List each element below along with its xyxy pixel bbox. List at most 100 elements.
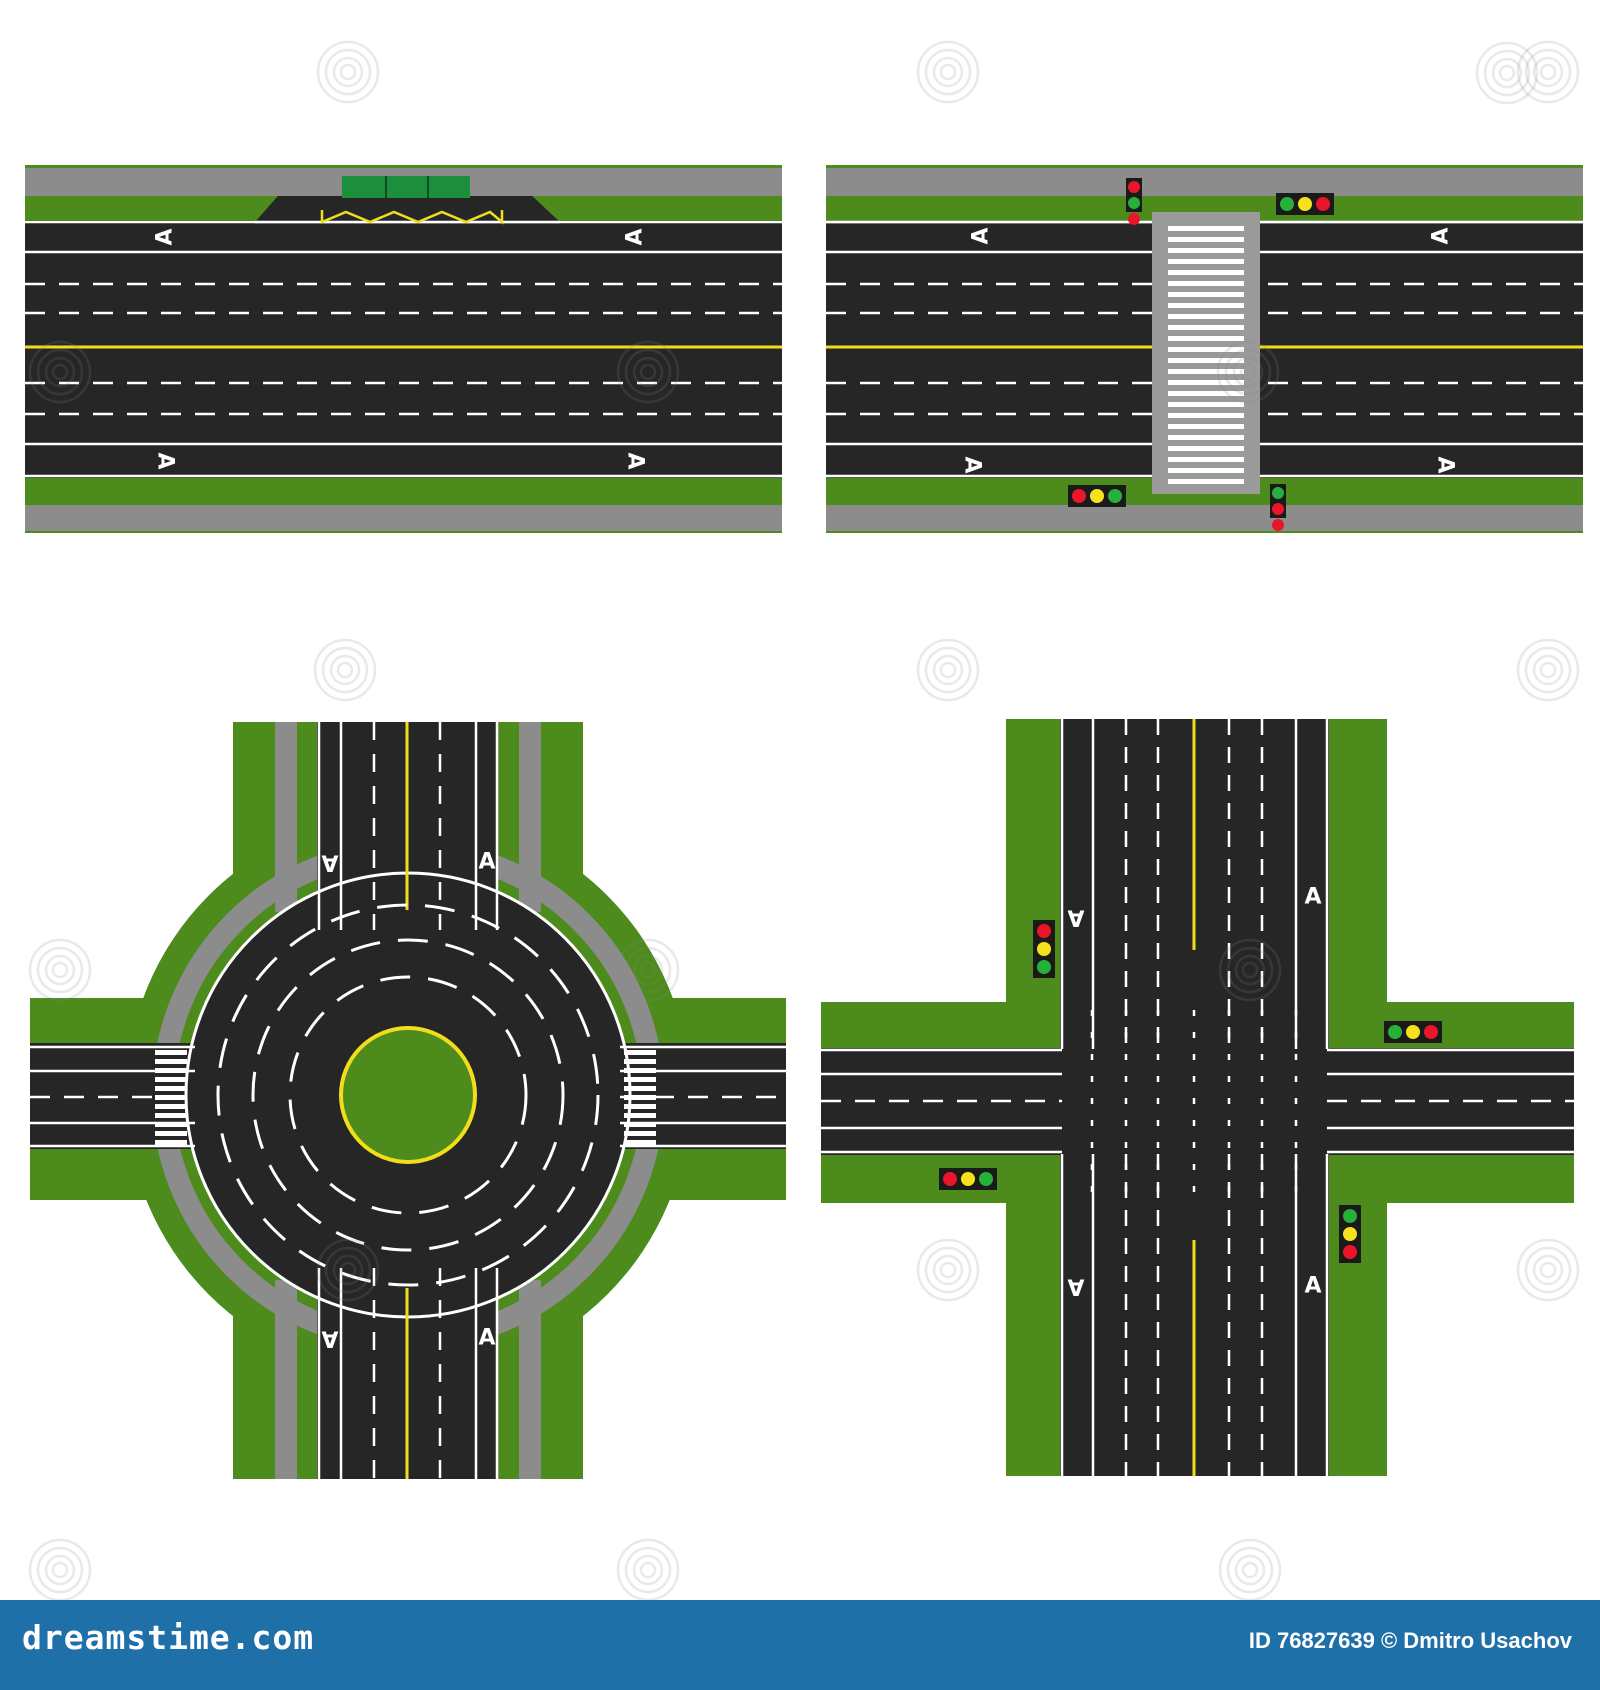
- pedestrian-crosswalk-west: [155, 1050, 187, 1145]
- pedestrian-crosswalk-east: [624, 1050, 656, 1145]
- lane-marking-a: A: [1067, 1274, 1084, 1299]
- watermark-ring: [924, 646, 972, 694]
- watermark-ring: [1491, 57, 1523, 89]
- crosswalk-stripe: [624, 1131, 656, 1136]
- watermark-swirl: [28, 1538, 92, 1600]
- watermark-ring: [1218, 938, 1282, 1002]
- footer-brand[interactable]: dreamstime.com: [22, 1618, 315, 1657]
- signal-lamp-yellow: [961, 1172, 975, 1186]
- crosswalk-stripe: [1168, 413, 1244, 418]
- watermark-ring: [1532, 1254, 1564, 1286]
- crosswalk-stripe: [1168, 347, 1244, 352]
- signal-lamp-yellow: [1090, 489, 1104, 503]
- crosswalk-stripe: [155, 1050, 187, 1055]
- watermark-ring: [339, 63, 357, 81]
- watermark-ring: [639, 363, 657, 381]
- signal-lamp-red: [1424, 1025, 1438, 1039]
- crosswalk-stripe: [1168, 314, 1244, 319]
- crosswalk-stripe: [155, 1122, 187, 1127]
- lane-marking-a: A: [969, 227, 994, 244]
- lane-marking-a: A: [321, 850, 338, 875]
- crosswalk-stripe: [1168, 424, 1244, 429]
- watermark-ring: [1239, 363, 1257, 381]
- watermark-swirl: [316, 40, 380, 104]
- sidewalk: [519, 1280, 541, 1479]
- watermark-ring: [632, 954, 664, 986]
- watermark-ring: [939, 661, 957, 679]
- watermark-ring: [632, 1554, 664, 1586]
- watermark-ring: [1234, 1554, 1266, 1586]
- crosswalk-stripe: [1168, 358, 1244, 363]
- traffic-light: [1384, 1021, 1442, 1043]
- watermark-swirl: [28, 938, 92, 1002]
- watermark-ring: [36, 348, 84, 396]
- crosswalk-stripe: [624, 1068, 656, 1073]
- lane-marking-a: A: [1429, 227, 1454, 244]
- bus-shelter: [342, 176, 470, 198]
- watermark-ring: [1218, 1538, 1282, 1600]
- watermark-ring: [1516, 638, 1580, 702]
- watermark-ring: [616, 340, 680, 404]
- watermark-ring: [1532, 654, 1564, 686]
- background-watermarks: [28, 40, 1580, 1600]
- watermark-ring: [336, 661, 354, 679]
- crosswalk-stripe: [624, 1113, 656, 1118]
- crosswalk-stripe: [1168, 259, 1244, 264]
- watermark-ring: [44, 1554, 76, 1586]
- lane-marking-a: A: [1067, 905, 1084, 930]
- watermark-ring: [916, 1238, 980, 1302]
- watermark-ring: [1241, 961, 1259, 979]
- watermark-ring: [924, 1246, 972, 1294]
- watermark-ring: [1516, 1238, 1580, 1302]
- watermark-ring: [28, 1538, 92, 1600]
- watermark-swirl: [1218, 1538, 1282, 1600]
- signal-lamp-green: [979, 1172, 993, 1186]
- crosswalk-stripe: [1168, 292, 1244, 297]
- watermark-ring: [932, 56, 964, 88]
- watermark-ring: [44, 954, 76, 986]
- sidewalk: [826, 505, 1583, 531]
- watermark-ring: [1216, 340, 1280, 404]
- crosswalk-stripe: [155, 1059, 187, 1064]
- crosswalk-stripe: [624, 1077, 656, 1082]
- watermark-ring: [324, 48, 372, 96]
- crosswalk-stripe: [1168, 446, 1244, 451]
- crosswalk-stripe: [1168, 325, 1244, 330]
- signal-lamp-green: [1388, 1025, 1402, 1039]
- crosswalk-stripe: [1168, 380, 1244, 385]
- lane-marking-a: A: [153, 228, 178, 245]
- signal-lamp-red: [1037, 924, 1051, 938]
- watermark-swirl: [916, 1238, 980, 1302]
- crosswalk-stripe: [1168, 281, 1244, 286]
- watermark-ring: [624, 946, 672, 994]
- watermark-ring: [1532, 56, 1564, 88]
- watermark-ring: [1539, 661, 1557, 679]
- bus-stop-zigzag-marking: [320, 210, 504, 225]
- watermark-ring: [36, 1546, 84, 1594]
- watermark-ring: [932, 654, 964, 686]
- signal-lamp-green: [1272, 487, 1284, 499]
- watermark-ring: [332, 1254, 364, 1286]
- crosswalk-stripe: [155, 1086, 187, 1091]
- lane-marking-a: A: [478, 1326, 495, 1351]
- crosswalk-stripe: [1168, 435, 1244, 440]
- signal-lamp-yellow: [1343, 1227, 1357, 1241]
- watermark-swirl: [316, 1238, 380, 1302]
- lane-marking-a: A: [623, 452, 648, 469]
- crosswalk-stripe: [1168, 402, 1244, 407]
- watermark-ring: [1226, 1546, 1274, 1594]
- signal-lamp-red: [943, 1172, 957, 1186]
- watermark-ring: [51, 1561, 69, 1579]
- watermark-ring: [313, 638, 377, 702]
- crosswalk-stripe: [1168, 391, 1244, 396]
- watermark-ring: [1524, 646, 1572, 694]
- sidewalk: [519, 722, 541, 912]
- watermark-swirl: [1216, 340, 1280, 404]
- watermark-ring: [1224, 348, 1272, 396]
- watermark-swirl: [916, 40, 980, 104]
- signal-lamp-red: [1128, 181, 1140, 193]
- crosswalk-stripe: [1168, 468, 1244, 473]
